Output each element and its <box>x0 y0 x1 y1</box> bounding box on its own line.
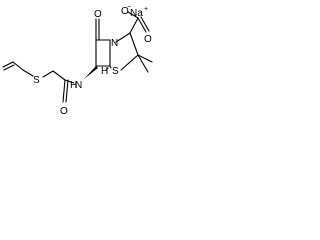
amide-co-bond <box>62 79 66 103</box>
methyl-2 <box>137 54 149 73</box>
methyl-1 <box>137 54 153 63</box>
amide-co-bond-2 <box>65 79 69 103</box>
carboxyl-oxygen-label: O <box>144 34 152 45</box>
thioether-sulfur-label: S <box>33 75 40 86</box>
c5-h-hash <box>105 67 109 71</box>
chemical-structure: Na + O − O N S O N H O H S <box>2 4 153 117</box>
sodium-label: Na <box>130 8 143 19</box>
c3-c2-bond <box>129 32 139 56</box>
s-ch2-bond <box>42 70 54 78</box>
carboxyl-o-minus-bond <box>127 11 139 19</box>
amide-n-c6-wedge <box>84 66 98 79</box>
carboxylate-oxygen-label: O <box>121 6 129 17</box>
carboxyl-co-bond-2 <box>140 16 150 32</box>
lactam-oxygen-label: O <box>94 9 102 20</box>
sodium-charge: + <box>144 6 148 13</box>
allyl-ch2-s-bond <box>22 69 34 77</box>
n-c3-bond <box>115 32 131 43</box>
ring-sulfur-label: S <box>112 66 119 77</box>
c2-s-bond <box>120 54 139 71</box>
amide-oxygen-label: O <box>60 106 68 117</box>
ring-nitrogen-label: N <box>111 38 118 49</box>
stereo-hydrogen-label: H <box>101 66 108 77</box>
amide-nitrogen-label: N <box>75 80 82 91</box>
c5-s-bond <box>109 65 112 69</box>
carboxylate-charge: − <box>127 4 131 11</box>
allyl-terminal-double-bond-2 <box>3 64 15 71</box>
ch2-carbonyl-bond <box>52 70 66 81</box>
c3-carboxyl-bond <box>129 17 139 34</box>
allyl-bond <box>12 61 24 71</box>
amide-hydrogen-label: H <box>70 80 77 91</box>
allyl-terminal-double-bond <box>2 61 14 68</box>
carboxyl-co-bond <box>137 17 147 33</box>
carbonyl-n-bond <box>64 79 75 84</box>
structure-canvas: Na + O − O N S O N H O H S <box>0 0 166 119</box>
